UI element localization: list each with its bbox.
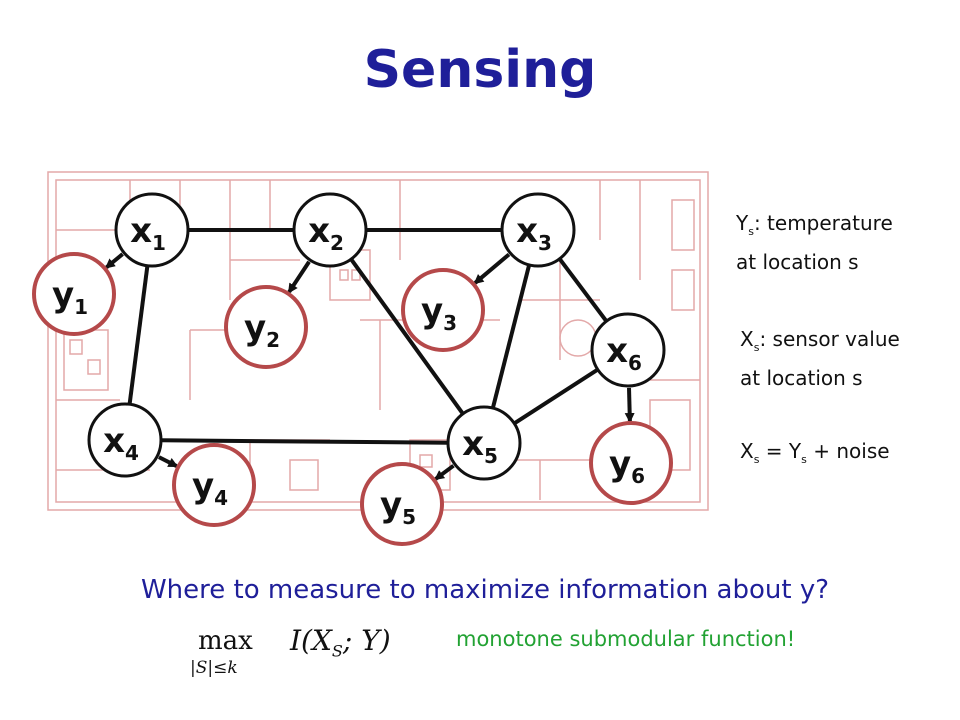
node-y4-circle — [172, 443, 256, 527]
node-x1-label: x1 — [130, 211, 166, 255]
node-x4-circle — [87, 402, 163, 478]
node-y2: y2 — [224, 285, 308, 369]
edge-x3-x6 — [557, 257, 609, 323]
node-y2-label: y2 — [244, 308, 280, 352]
arrow-x3-y3 — [473, 252, 511, 285]
eq-x: X — [740, 439, 754, 463]
graph-arrows — [104, 252, 635, 481]
node-y4-label: y4 — [192, 466, 228, 510]
xs-definition: Xs: sensor value at location s — [740, 324, 900, 393]
formula-max: max — [198, 626, 253, 656]
node-y2-circle — [224, 285, 308, 369]
eq-y-sub: s — [801, 453, 807, 466]
arrow-x1-y1 — [104, 252, 124, 269]
ys-sub: s — [748, 225, 754, 238]
node-y5-circle — [360, 462, 444, 546]
eq-end: + noise — [806, 439, 890, 463]
node-x3-label: x3 — [516, 211, 552, 255]
node-y5-label: y5 — [380, 485, 416, 529]
node-x3-circle — [500, 192, 576, 268]
eq-x-sub: s — [753, 453, 760, 466]
edge-x2-x5 — [349, 258, 465, 415]
xs-text2: at location s — [740, 366, 863, 390]
formula-expr-start: I(X — [290, 624, 332, 657]
node-y6-label: y6 — [609, 444, 645, 488]
node-y3-label: y3 — [421, 291, 457, 335]
edge-x1-x4 — [127, 265, 150, 405]
node-x5: x5 — [446, 405, 522, 481]
node-y4: y4 — [172, 443, 256, 527]
node-y1-label: y1 — [52, 275, 88, 319]
node-y5: y5 — [360, 462, 444, 546]
node-x5-circle — [446, 405, 522, 481]
submodular-note: monotone submodular function! — [456, 627, 796, 651]
edge-x3-x5 — [490, 264, 532, 409]
ys-definition: Ys: temperature at location s — [736, 208, 893, 277]
node-x6-circle — [590, 312, 666, 388]
page-title: Sensing — [363, 40, 597, 100]
node-x4-label: x4 — [103, 421, 139, 465]
node-x6-label: x6 — [606, 331, 642, 375]
node-x2-circle — [292, 192, 368, 268]
node-y3-circle — [401, 268, 485, 352]
graph-edges — [127, 228, 609, 445]
ys-var: Y — [736, 211, 749, 235]
question-text: Where to measure to maximize information… — [140, 575, 830, 605]
noise-equation: Xs = Ys + noise — [740, 436, 890, 475]
node-y1: y1 — [32, 252, 116, 336]
node-x6: x6 — [590, 312, 666, 388]
formula-expr-sub: S — [331, 641, 343, 661]
graph-nodes: x1 x2 x3 x4 x5 x6 y1 y2 y3 y4 y5 y6 — [32, 192, 673, 546]
node-y6: y6 — [589, 421, 673, 505]
edge-x4-x5 — [160, 438, 449, 445]
arrow-x2-y2 — [287, 260, 311, 294]
node-x1-circle — [114, 192, 190, 268]
xs-sub: s — [753, 341, 760, 354]
xs-var: X — [740, 327, 754, 351]
node-x4: x4 — [87, 402, 163, 478]
node-x5-label: x5 — [462, 424, 498, 468]
node-x2-label: x2 — [308, 211, 344, 255]
arrow-x6-y6 — [624, 387, 635, 424]
formula-expr-end: ; Y) — [342, 624, 391, 657]
arrow-x5-y5 — [434, 464, 455, 481]
node-x3: x3 — [500, 192, 576, 268]
ys-text1: : temperature — [753, 211, 893, 235]
node-x2: x2 — [292, 192, 368, 268]
edge-x5-x6 — [513, 367, 599, 426]
node-y6-circle — [589, 421, 673, 505]
eq-mid: = Y — [759, 439, 802, 463]
xs-text1: : sensor value — [759, 327, 900, 351]
node-y1-circle — [32, 252, 116, 336]
ys-text2: at location s — [736, 250, 859, 274]
formula-constraint: |S|≤k — [190, 658, 238, 678]
node-y3: y3 — [401, 268, 485, 352]
node-x1: x1 — [114, 192, 190, 268]
arrow-x4-y4 — [158, 455, 179, 468]
formula-expression: I(XS; Y) — [290, 624, 391, 661]
